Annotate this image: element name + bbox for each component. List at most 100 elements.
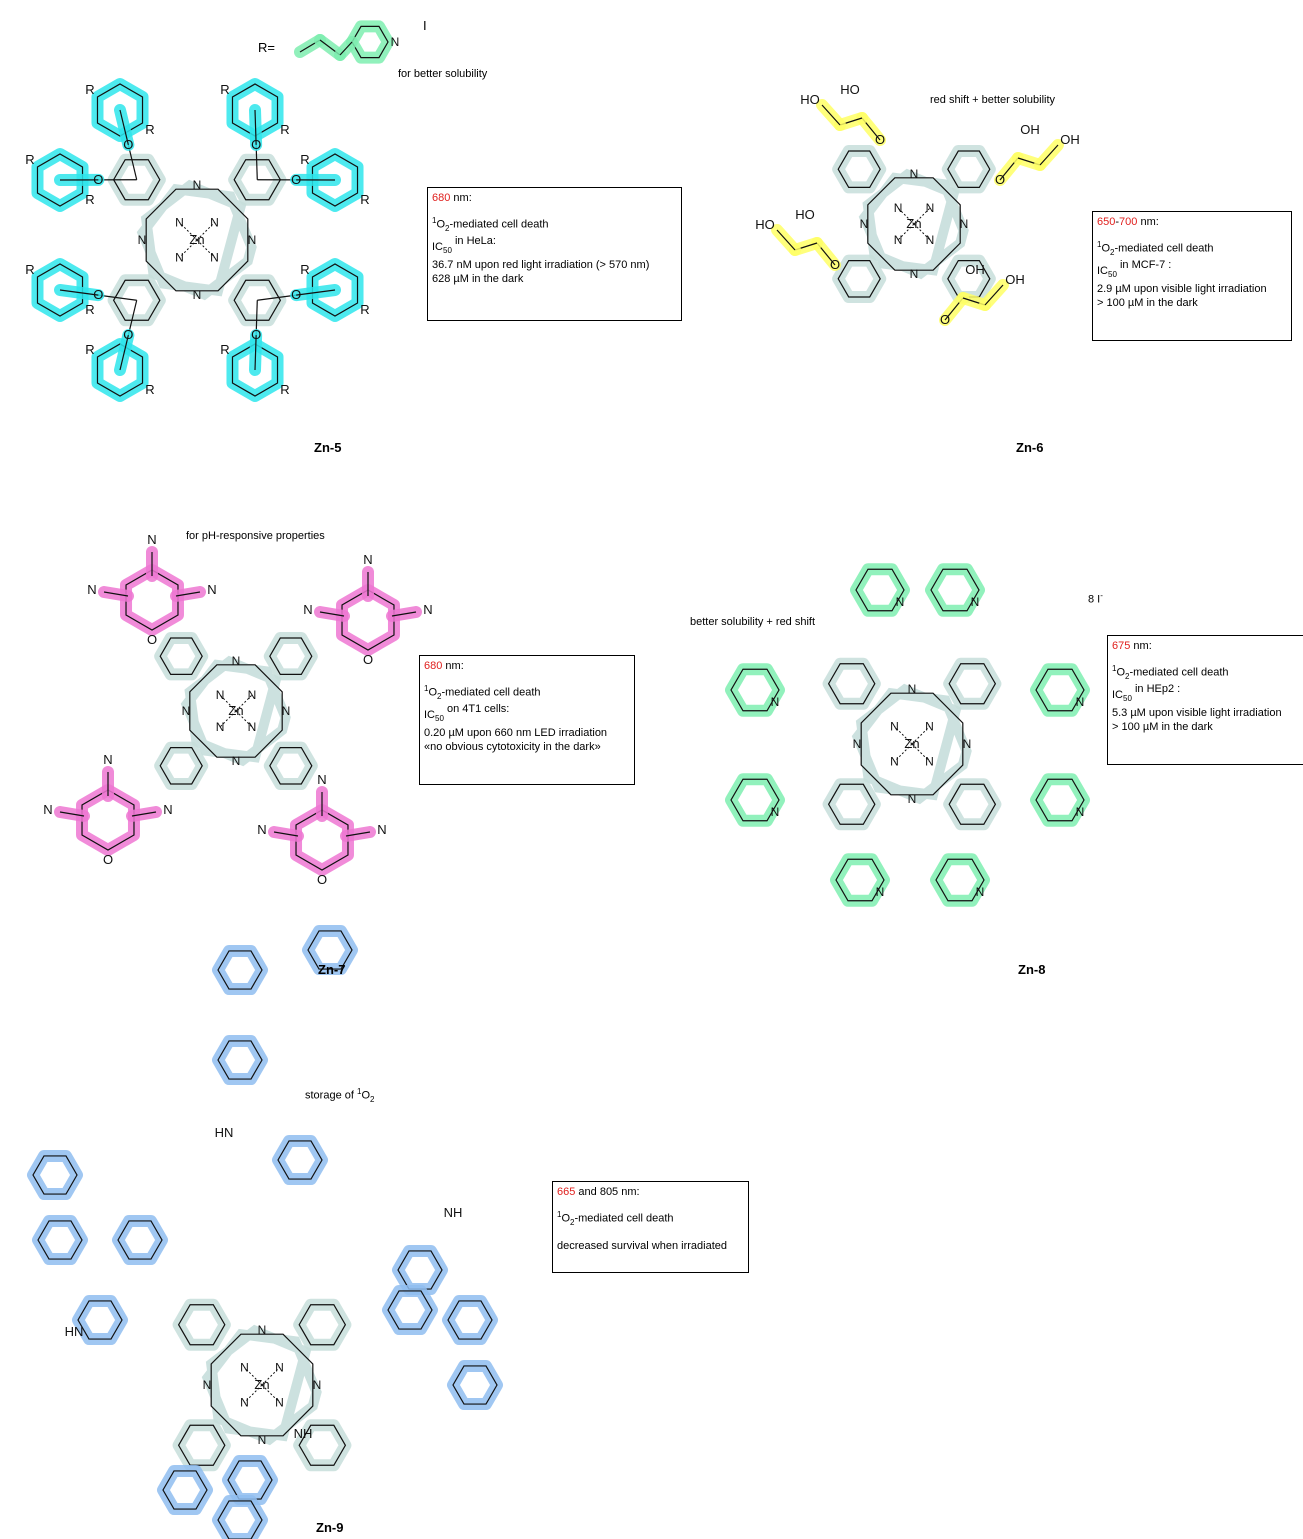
zn5-meso-n: N — [193, 288, 202, 302]
r-group-note: for better solubility — [398, 68, 488, 80]
zn9-pyrrole-n: N — [275, 1396, 284, 1410]
ic50-value-1: 36.7 nM upon red light irradiation (> 57… — [432, 258, 650, 271]
ic50-value-2: > 100 µM in the dark — [1112, 720, 1213, 733]
zn7-dimethylamine-n: N — [363, 552, 372, 567]
zn9-amide-hn: HN — [215, 1125, 234, 1140]
zn6-glycerol-chain — [776, 229, 796, 251]
wavelength-line: 665 and 805 nm: — [557, 1186, 640, 1198]
zn9-aryl-ring-highlight — [32, 1214, 88, 1266]
zn7-benzo-ring — [269, 637, 313, 675]
zn5-o-aryl-bond — [119, 109, 129, 145]
zn8-meso-n: N — [963, 737, 972, 751]
zn9-note: storage of 1O2 — [305, 1087, 375, 1104]
zn6-note: red shift + better solubility — [930, 94, 1056, 106]
zn5-r-label: R — [220, 342, 229, 357]
zn9-aryl-ring — [217, 1040, 263, 1080]
zn5-zn-bond — [196, 222, 215, 241]
singlet-oxygen-line: 1O2-mediated cell death — [1097, 240, 1214, 257]
zn6-hydroxyl-label: HO — [755, 217, 775, 232]
zn6-glycerol-chain — [1039, 144, 1059, 166]
zn7-ch2-bond — [59, 811, 85, 817]
zn9-aryl-ring — [397, 1250, 443, 1290]
zn6-glycerol-chain — [984, 284, 1004, 306]
zn9-aryl-ring-highlight — [212, 1034, 268, 1086]
zn5-o-aryl-bond — [254, 109, 257, 145]
zn8-pyridinium-ring — [730, 778, 780, 822]
zn5-r-label: R — [85, 192, 94, 207]
zn5-r-label: R — [25, 152, 34, 167]
ic50-line: IC50 in MCF-7 : — [1097, 258, 1172, 279]
zn9-aryl-ring-highlight — [112, 1214, 168, 1266]
wavelength-line: 680 nm: — [432, 192, 472, 204]
zn9-aryl-ring-highlight — [72, 1294, 128, 1346]
r-group-linker — [339, 41, 353, 56]
zn8-pyridinium-n: N — [1076, 805, 1085, 819]
zn6-benzo-ring — [837, 150, 881, 188]
zn5-zn-atom: Zn — [189, 232, 204, 247]
zn9-aryl-ring-highlight — [212, 1494, 268, 1539]
compound-label-zn9: Zn-9 — [316, 1520, 344, 1535]
structure-drawings — [27, 20, 1090, 1539]
zn5-aryl-ring — [96, 343, 144, 397]
zn8-pyridinium-ring — [1035, 778, 1085, 822]
zn8-pyridinium-n: N — [896, 595, 905, 609]
zn5-meso-n: N — [248, 233, 257, 247]
zn9-aryl-ring-highlight — [272, 1134, 328, 1186]
zn9-zn-bond — [261, 1367, 280, 1386]
zn8-pyrrole-n: N — [890, 719, 899, 733]
zn5-o-atom: O — [251, 327, 261, 342]
zn7-pyrrole-n: N — [216, 720, 225, 734]
zn7-dimethylamine-n: N — [377, 822, 386, 837]
zn7-macrocycle — [189, 664, 283, 758]
ic50-value-1: 2.9 µM upon visible light irradiation — [1097, 282, 1267, 295]
zn5-aryl-ring — [311, 263, 359, 317]
zn7-meso-n: N — [232, 754, 241, 768]
zn9-benzo-ring — [298, 1424, 347, 1466]
zn5-benzo-ring — [233, 279, 282, 321]
zn7-benzo-ring — [159, 637, 203, 675]
zn5-o-atom: O — [93, 172, 103, 187]
zn6-meso-n: N — [960, 217, 969, 231]
zn8-zn-atom: Zn — [904, 736, 919, 751]
zn8-pyridinium-ring — [835, 858, 885, 902]
zn9-aryl-ring — [162, 1470, 208, 1510]
zn5-zn-bond — [179, 222, 198, 241]
zn8-meso-n: N — [908, 792, 917, 806]
zn9-aryl-ring-highlight — [157, 1464, 213, 1516]
zn9-aryl-ring — [117, 1220, 163, 1260]
zn8-zn-bond — [911, 743, 930, 762]
zn8-pyridinium-ring — [730, 668, 780, 712]
zn5-aryl-ring — [36, 153, 84, 207]
zn5-o-atom: O — [93, 287, 103, 302]
zn5-pyrrole-n: N — [210, 215, 219, 229]
zn8-benzo-ring — [827, 663, 876, 705]
zn8-pyridinium-ring — [930, 568, 980, 612]
zn8-pyridinium-n: N — [771, 805, 780, 819]
zn8-pyridinium-n: N — [771, 695, 780, 709]
result-line: decreased survival when irradiated — [557, 1239, 727, 1252]
zn7-ch2-bond — [273, 831, 299, 837]
zn6-pyrrole-n: N — [926, 233, 935, 247]
zn5-r-label: R — [280, 382, 289, 397]
zn9-amide-nh: NH — [294, 1426, 313, 1441]
zn5-o-aryl-bond — [254, 335, 257, 371]
zn8-benzo-ring — [827, 783, 876, 825]
zn9-aryl-ring — [77, 1300, 123, 1340]
zn7-dimethylamine-n: N — [317, 772, 326, 787]
zn9-aryl-ring — [307, 930, 353, 970]
zn6-o-atom: O — [940, 312, 950, 327]
ic50-value-2: 628 µM in the dark — [432, 272, 524, 285]
zn7-o-atom: O — [103, 852, 113, 867]
zn8-pyrrole-n: N — [890, 755, 899, 769]
zn7-benzo-ring — [159, 747, 203, 785]
zn6-glycerol-chain — [821, 104, 841, 126]
info-box-zn7: 680 nm: 1O2-mediated cell death IC50 on … — [419, 655, 635, 785]
zn5-zn-bond — [196, 239, 215, 258]
zn7-dimethylamine-n: N — [303, 602, 312, 617]
zn5-benzo-ring — [112, 279, 161, 321]
zn9-pyrrole-n: N — [275, 1360, 284, 1374]
zn6-hydroxyl-label: OH — [1005, 272, 1025, 287]
zn5-o-bond — [98, 294, 137, 301]
